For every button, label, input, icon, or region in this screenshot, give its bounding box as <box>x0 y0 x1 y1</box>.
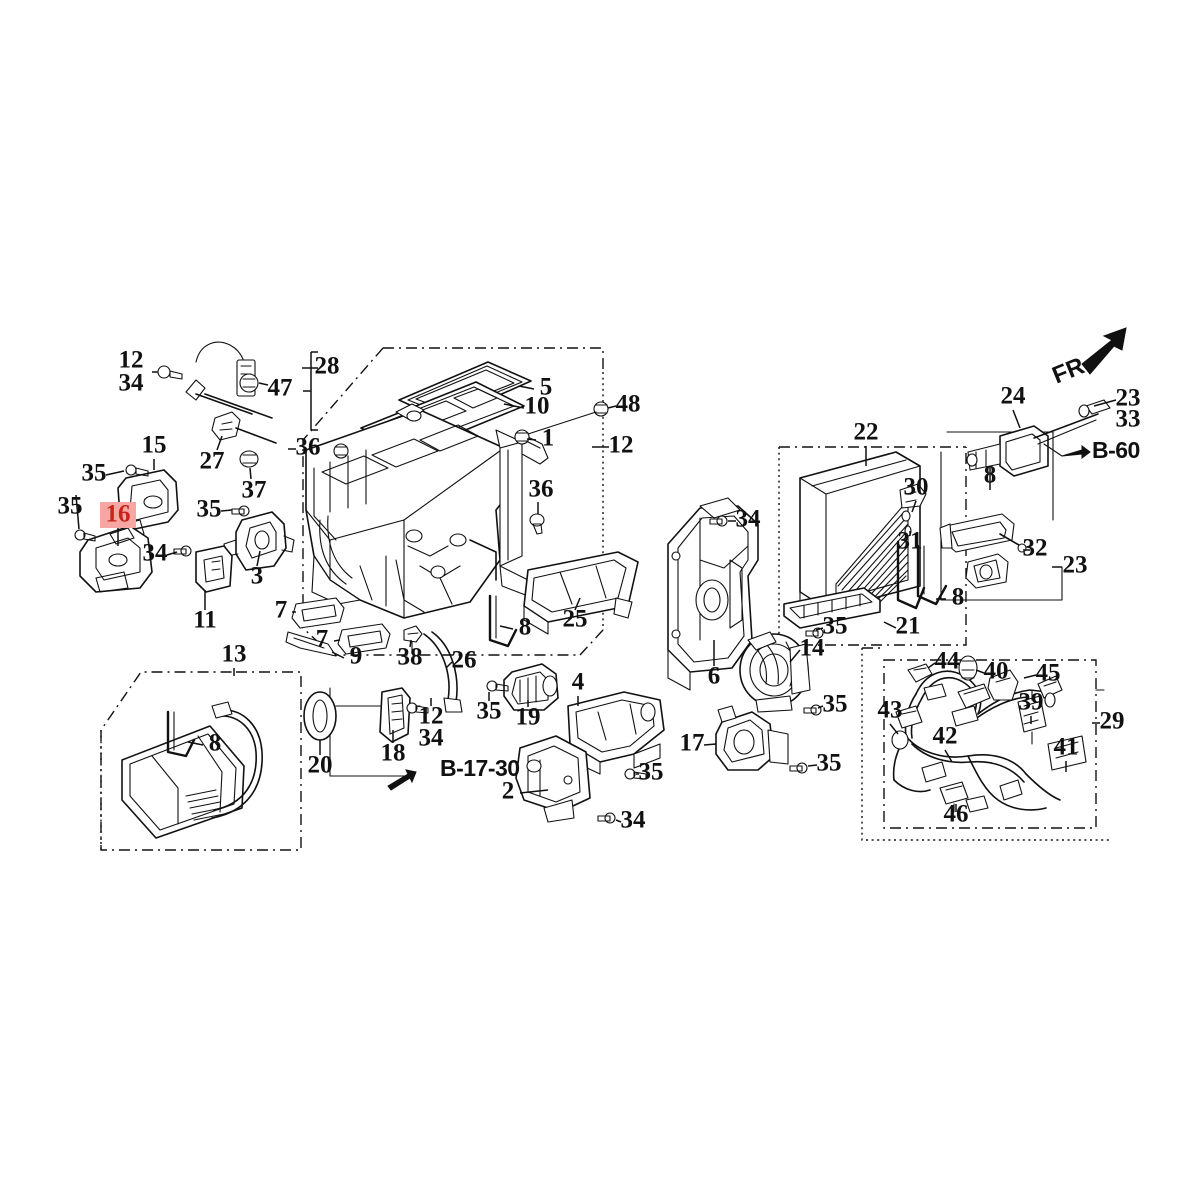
callout-number[interactable]: 17 <box>680 730 705 757</box>
callout-number[interactable]: 36 <box>529 476 554 503</box>
cross-reference-labels: B-60B-17-30 <box>440 437 1140 781</box>
callout-number[interactable]: 47 <box>268 375 293 402</box>
callout-number[interactable]: 45 <box>1036 660 1061 687</box>
callout-number[interactable]: 15 <box>142 432 167 459</box>
mode-control-cable-assembly <box>157 341 277 468</box>
callout-number[interactable]: 35 <box>639 759 664 786</box>
callout-number[interactable]: 35 <box>82 460 107 487</box>
callout-number[interactable]: 43 <box>878 697 903 724</box>
duct-seals-and-hoses <box>285 551 639 713</box>
callout-number[interactable]: 35 <box>823 691 848 718</box>
callout-number[interactable]: 27 <box>200 448 225 475</box>
callout-number[interactable]: 8 <box>209 730 222 757</box>
callout-number[interactable]: 5 <box>540 374 553 401</box>
callout-number[interactable]: 6 <box>708 663 721 690</box>
callout-number[interactable]: 14 <box>800 635 826 662</box>
callout-number[interactable]: 20 <box>308 752 333 779</box>
callout-number[interactable]: 12 <box>609 432 634 459</box>
callout-number[interactable]: 19 <box>516 704 541 731</box>
actuator-16 <box>74 525 153 593</box>
callout-number[interactable]: 28 <box>315 353 340 380</box>
heater-unit-housing <box>305 361 549 619</box>
heater-core-assembly <box>121 701 263 839</box>
callout-number[interactable]: 32 <box>1023 535 1048 562</box>
callout-number[interactable]: 31 <box>898 528 923 555</box>
callout-number[interactable]: 1 <box>542 425 555 452</box>
callout-number[interactable]: 3 <box>251 563 264 590</box>
callout-number[interactable]: 35 <box>58 493 83 520</box>
callout-number[interactable]: 8 <box>519 614 532 641</box>
callout-number[interactable]: 2 <box>502 778 515 805</box>
blower-case-6 <box>667 497 759 691</box>
callout-number[interactable]: 8 <box>984 462 997 489</box>
callout-number[interactable]: 24 <box>1001 383 1027 410</box>
blower-motor-17 <box>715 705 808 774</box>
callout-number[interactable]: 26 <box>452 647 477 674</box>
callout-highlight-box <box>100 502 136 528</box>
grommet-20 <box>303 691 337 741</box>
callout-number[interactable]: 25 <box>563 606 588 633</box>
callout-number[interactable]: 21 <box>896 613 921 640</box>
fr-orientation-label: FR. <box>1049 350 1095 390</box>
callout-number[interactable]: 42 <box>933 723 958 750</box>
b1730-reference-arrow <box>387 769 417 791</box>
callout-number[interactable]: 34 <box>143 540 169 567</box>
callout-number[interactable]: 30 <box>904 474 929 501</box>
clamp-8-right <box>916 544 948 606</box>
callout-number[interactable]: 34 <box>621 807 647 834</box>
callout-number[interactable]: 40 <box>984 658 1009 685</box>
callout-number[interactable]: 7 <box>316 626 329 653</box>
evaporator-core-22 <box>783 451 927 629</box>
callout-number[interactable]: 35 <box>817 750 842 777</box>
callout-number[interactable]: 48 <box>616 391 641 418</box>
cross-reference-label[interactable]: B-17-30 <box>440 755 520 781</box>
callout-number[interactable]: 39 <box>1019 689 1044 716</box>
callout-number-highlighted[interactable]: 16 <box>106 501 131 528</box>
callout-number[interactable]: 35 <box>197 496 222 523</box>
callout-number[interactable]: 33 <box>1116 406 1141 433</box>
ac-line-assembly <box>896 399 1111 610</box>
fr-arrow-icon <box>1081 327 1127 375</box>
callout-number[interactable]: 10 <box>525 393 550 420</box>
callout-number[interactable]: 11 <box>193 607 217 634</box>
callout-number[interactable]: 23 <box>1063 552 1088 579</box>
fr-label-group: FR. <box>1049 350 1095 390</box>
callout-number[interactable]: 36 <box>296 434 321 461</box>
actuator-3 <box>223 505 295 571</box>
callout-number[interactable]: 35 <box>823 613 848 640</box>
housing-fasteners <box>333 401 609 535</box>
callout-number[interactable]: 46 <box>944 801 969 828</box>
callout-number[interactable]: 12 <box>119 347 144 374</box>
callout-number[interactable]: 37 <box>242 477 267 504</box>
callout-number[interactable]: 34 <box>736 506 762 533</box>
callout-number[interactable]: 4 <box>572 669 585 696</box>
callout-number[interactable]: 12 <box>419 703 444 730</box>
wire-harness-29 <box>891 655 1087 813</box>
callout-number[interactable]: 35 <box>477 698 502 725</box>
bracket-11 <box>173 545 233 593</box>
callout-number[interactable]: 8 <box>952 584 965 611</box>
expansion-valve-18 <box>379 687 429 743</box>
callout-number[interactable]: 7 <box>275 597 288 624</box>
callout-number[interactable]: 22 <box>854 419 879 446</box>
callout-number[interactable]: 23 <box>1116 385 1141 412</box>
callout-number[interactable]: 13 <box>222 641 247 668</box>
callout-number[interactable]: 9 <box>350 643 363 670</box>
callout-number[interactable]: 34 <box>119 370 145 397</box>
callout-number[interactable]: 18 <box>381 740 406 767</box>
callout-number[interactable]: 34 <box>419 725 445 752</box>
callout-number[interactable]: 38 <box>398 644 423 671</box>
callout-number[interactable]: 29 <box>1100 708 1125 735</box>
cross-reference-label[interactable]: B-60 <box>1092 437 1140 463</box>
callout-number[interactable]: 44 <box>935 648 961 675</box>
callout-number[interactable]: 41 <box>1054 734 1079 761</box>
b60-reference-arrow <box>1061 445 1091 459</box>
actuator-motor-19 <box>486 663 559 711</box>
leader-lines <box>75 351 1117 823</box>
